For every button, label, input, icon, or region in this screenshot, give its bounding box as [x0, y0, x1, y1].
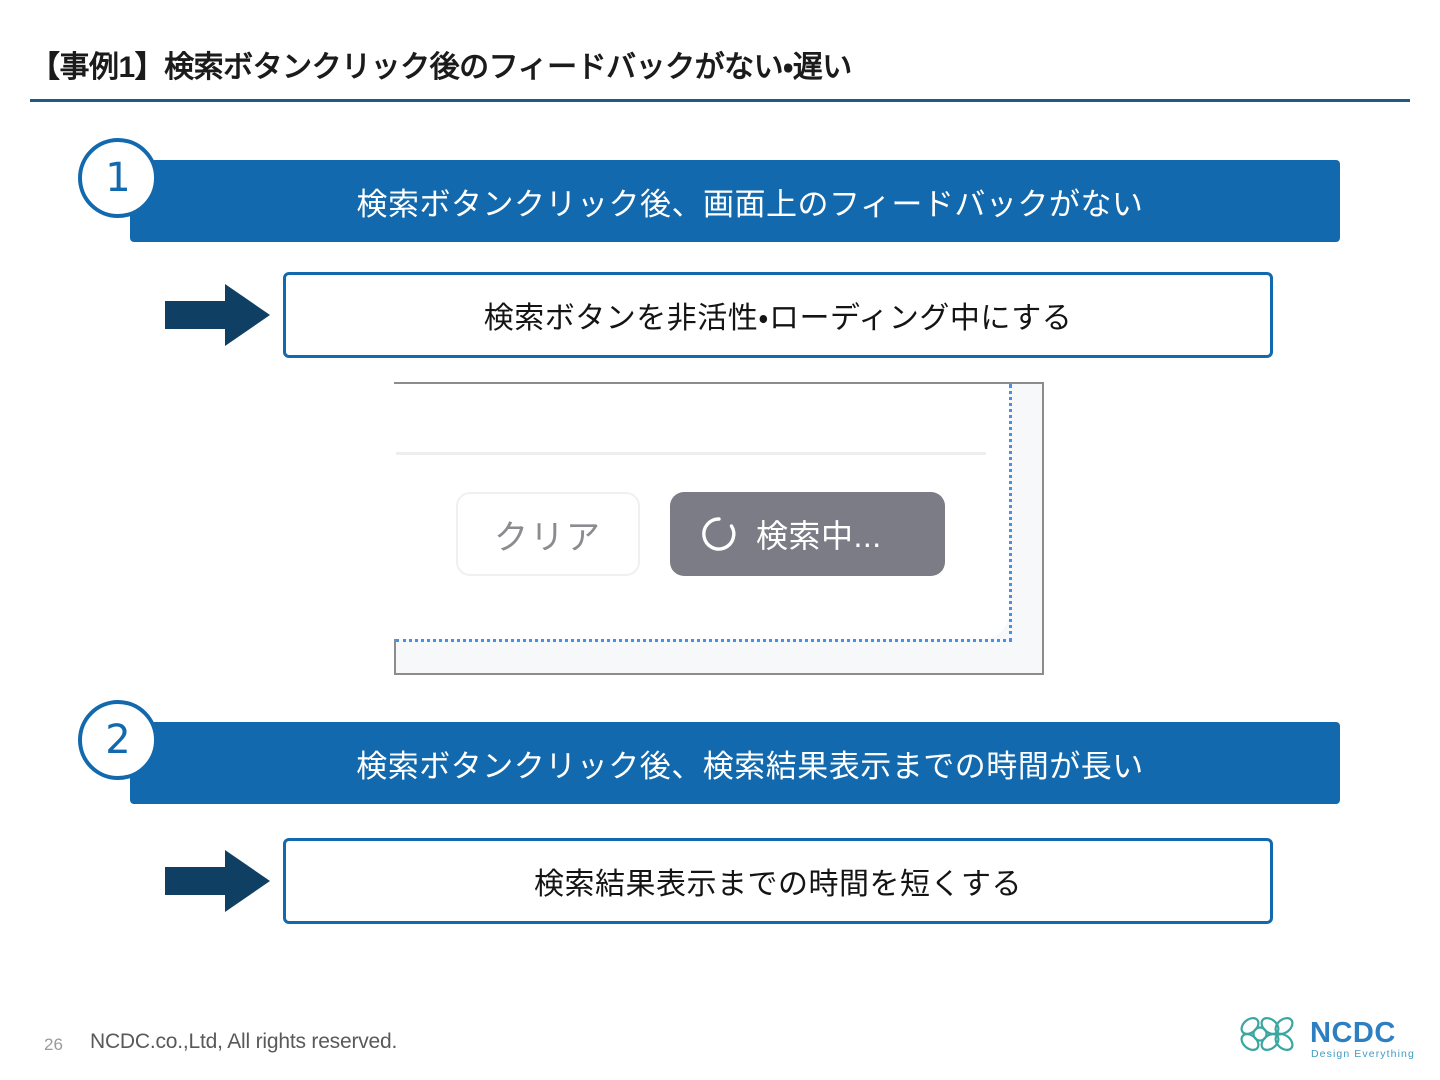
- page-number: 26: [44, 1035, 63, 1054]
- step-badge-1: 1: [78, 138, 158, 218]
- right-arrow-icon: [165, 284, 270, 346]
- app-mockup-card: クリア 検索中...: [394, 384, 1009, 639]
- problem-banner-bar-1: 検索ボタンクリック後、画面上のフィードバックがない: [130, 160, 1340, 242]
- loading-spinner-icon: [702, 517, 736, 551]
- app-mockup-frame: クリア 検索中...: [394, 382, 1044, 675]
- ncdc-logo: NCDC Design Everything: [1240, 1017, 1415, 1060]
- problem-banner-label-2: 検索ボタンクリック後、検索結果表示までの時間が長い: [356, 748, 1144, 784]
- problem-banner-bar-2: 検索ボタンクリック後、検索結果表示までの時間が長い: [130, 722, 1340, 804]
- clear-button[interactable]: クリア: [456, 492, 640, 576]
- page-title: 【事例1】検索ボタンクリック後のフィードバックがない・遅い: [30, 51, 852, 84]
- copyright-text: NCDC.co.,Ltd, All rights reserved.: [90, 1030, 398, 1053]
- step-badge-number-1: 1: [105, 155, 131, 201]
- solution-callout-box-2: 検索結果表示までの時間を短くする: [283, 838, 1273, 924]
- step-badge-number-2: 2: [105, 717, 131, 763]
- right-arrow-icon: [165, 850, 270, 912]
- solution-callout-label-1: 検索ボタンを非活性・ローディング中にする: [483, 302, 1073, 335]
- app-mockup-divider: [396, 452, 986, 455]
- ncdc-logo-mark: [1240, 1017, 1294, 1051]
- solution-callout-label-2: 検索結果表示までの時間を短くする: [534, 868, 1022, 901]
- problem-banner-label-1: 検索ボタンクリック後、画面上のフィードバックがない: [356, 186, 1144, 222]
- title-divider: [30, 99, 1410, 102]
- ncdc-logo-wordmark: NCDC: [1310, 1017, 1396, 1049]
- ncdc-logo-tagline: Design Everything: [1311, 1048, 1415, 1060]
- solution-callout-box-1: 検索ボタンを非活性・ローディング中にする: [283, 272, 1273, 358]
- searching-button[interactable]: 検索中...: [670, 492, 945, 576]
- searching-button-label: 検索中...: [756, 518, 882, 554]
- step-badge-2: 2: [78, 700, 158, 780]
